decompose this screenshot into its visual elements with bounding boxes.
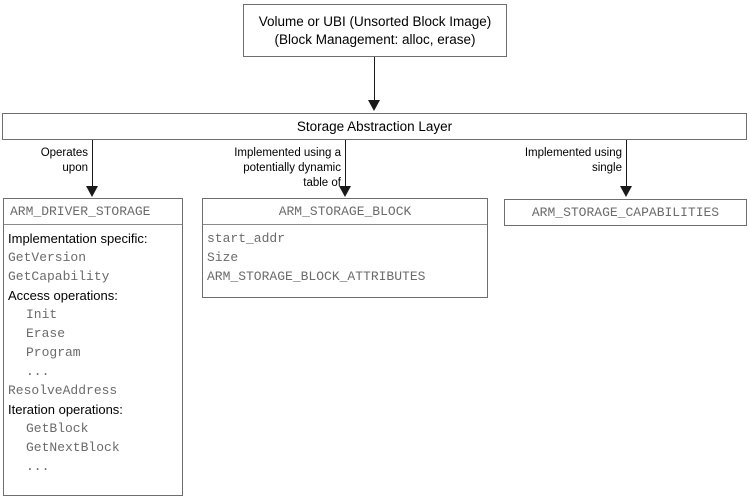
arm-driver-storage-box: ARM_DRIVER_STORAGE Implementation specif… xyxy=(3,198,183,496)
driver-storage-row: ResolveAddress xyxy=(8,383,118,398)
connector-volume-to-layer xyxy=(374,57,375,102)
volume-ubi-line-2: (Block Management: alloc, erase) xyxy=(274,31,476,47)
arm-storage-block-box: ARM_STORAGE_BLOCK start_addr Size ARM_ST… xyxy=(202,198,488,298)
driver-storage-row: Iteration operations: xyxy=(8,402,123,417)
driver-storage-row: Erase xyxy=(26,326,66,341)
driver-storage-row: GetBlock xyxy=(26,421,89,436)
driver-storage-row: Access operations: xyxy=(8,288,118,303)
driver-storage-row: ... xyxy=(26,364,50,379)
driver-storage-row: GetNextBlock xyxy=(26,440,120,455)
driver-storage-row: Program xyxy=(26,345,81,360)
connector-layer-to-driver-storage xyxy=(92,140,93,190)
volume-ubi-node: Volume or UBI (Unsorted Block Image) (Bl… xyxy=(243,4,507,57)
arrowhead-volume-to-layer xyxy=(368,100,380,111)
driver-storage-row: ... xyxy=(26,459,50,474)
edge-label-operates-upon: Operates upon xyxy=(0,146,88,176)
driver-storage-row: GetCapability xyxy=(8,269,110,284)
connector-layer-to-storage-capabilities xyxy=(626,140,627,190)
volume-ubi-line-1: Volume or UBI (Unsorted Block Image) xyxy=(258,13,492,29)
arrowhead-layer-to-driver-storage xyxy=(86,186,98,197)
arm-storage-block-body: start_addr Size ARM_STORAGE_BLOCK_ATTRIB… xyxy=(203,225,487,297)
edge-label-single-line-1: Implemented using xyxy=(524,147,622,159)
edge-label-dynamic-table-line-1: Implemented using a xyxy=(234,147,341,159)
arm-driver-storage-header: ARM_DRIVER_STORAGE xyxy=(4,199,182,225)
edge-label-operates-upon-line-2: upon xyxy=(62,162,88,174)
edge-label-dynamic-table-line-3: table of xyxy=(303,177,341,189)
arm-storage-capabilities-box: ARM_STORAGE_CAPABILITIES xyxy=(504,199,747,226)
arm-storage-block-header: ARM_STORAGE_BLOCK xyxy=(203,199,487,225)
arm-storage-capabilities-header: ARM_STORAGE_CAPABILITIES xyxy=(531,205,720,220)
driver-storage-row: GetVersion xyxy=(8,250,87,265)
arrowhead-layer-to-storage-capabilities xyxy=(620,186,632,197)
edge-label-single: Implemented using single xyxy=(480,146,622,176)
storage-block-row: Size xyxy=(207,250,239,265)
storage-abstraction-layer-label: Storage Abstraction Layer xyxy=(296,119,453,134)
driver-storage-row: Init xyxy=(26,307,58,322)
driver-storage-row: Implementation specific: xyxy=(8,231,148,246)
arm-driver-storage-body: Implementation specific: GetVersion GetC… xyxy=(4,225,182,495)
arrowhead-layer-to-storage-block xyxy=(339,186,351,197)
edge-label-single-line-2: single xyxy=(591,162,622,174)
edge-label-dynamic-table-line-2: potentially dynamic xyxy=(243,162,341,174)
storage-block-row: start_addr xyxy=(207,231,286,246)
storage-abstraction-layer-bar: Storage Abstraction Layer xyxy=(2,113,747,140)
storage-block-row: ARM_STORAGE_BLOCK_ATTRIBUTES xyxy=(207,269,426,284)
edge-label-dynamic-table: Implemented using a potentially dynamic … xyxy=(195,146,341,191)
connector-layer-to-storage-block xyxy=(345,140,346,190)
edge-label-operates-upon-line-1: Operates xyxy=(40,147,88,159)
